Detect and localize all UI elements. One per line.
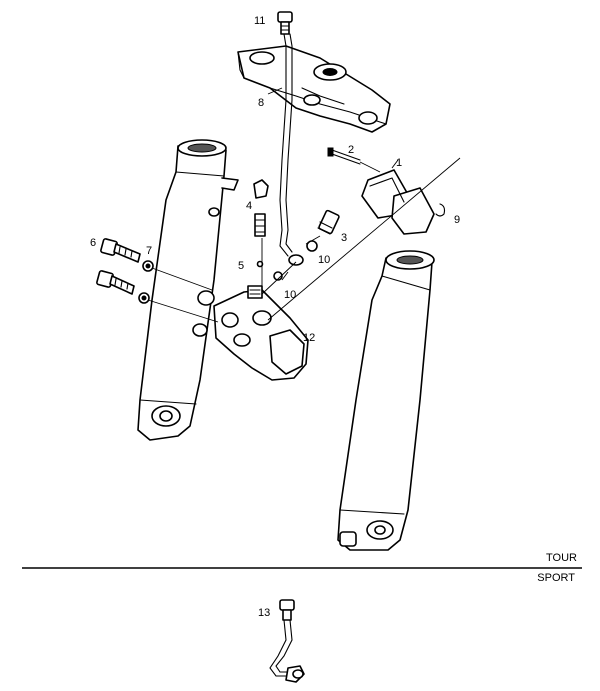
brake-caliper-12 — [213, 285, 309, 381]
callout-3: 3 — [341, 232, 347, 244]
callout-labels: 1 2 3 4 5 6 7 8 9 10 10 11 12 13 — [90, 15, 460, 619]
brake-pads-1 — [361, 169, 435, 235]
brake-line-tour — [279, 33, 304, 266]
banjo-bolt-3 — [273, 209, 340, 281]
upper-fork-bracket — [237, 45, 391, 133]
clip-9 — [435, 203, 446, 217]
callout-11: 11 — [254, 15, 265, 27]
mounting-bolt-6-upper — [100, 238, 154, 272]
callout-9: 9 — [454, 214, 460, 226]
brake-line-sport-13 — [269, 599, 305, 683]
pad-pin-2 — [327, 147, 361, 165]
callout-8: 8 — [258, 97, 264, 109]
right-fork-leg — [337, 250, 435, 551]
callout-5: 5 — [238, 260, 244, 272]
callout-6: 6 — [90, 237, 96, 249]
banjo-bolt-11 — [277, 11, 293, 35]
callout-13: 13 — [258, 607, 270, 619]
callout-2: 2 — [348, 144, 354, 156]
callout-12: 12 — [303, 332, 315, 344]
callout-1: 1 — [396, 157, 402, 169]
left-fork-leg — [137, 139, 239, 441]
callout-10a: 10 — [318, 254, 330, 266]
callout-4: 4 — [246, 200, 252, 212]
callout-10b: 10 — [284, 289, 296, 301]
leader-lines — [147, 87, 461, 323]
bleeder-screw-4 — [253, 179, 269, 268]
mounting-bolt-6-lower — [96, 270, 150, 304]
section-divider: TOUR SPORT — [22, 552, 582, 584]
callout-7: 7 — [146, 245, 152, 257]
section-label-sport: SPORT — [537, 572, 575, 584]
section-label-tour: TOUR — [546, 552, 577, 564]
